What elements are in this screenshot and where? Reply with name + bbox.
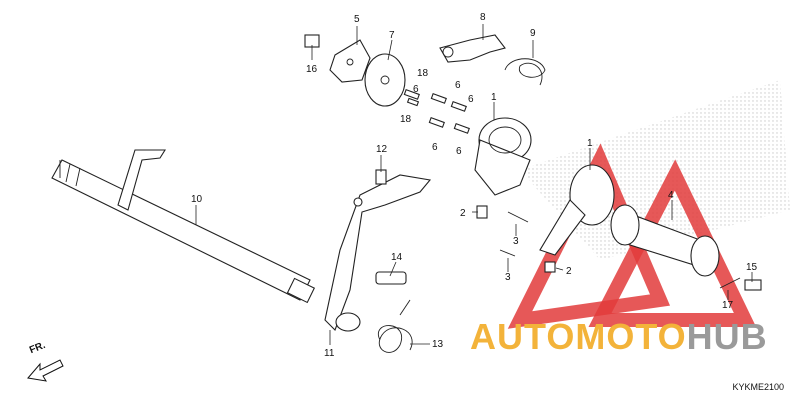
callout-6-c: 6 — [468, 94, 474, 105]
callout-6-b: 6 — [455, 80, 461, 91]
part-pin-15-16 — [719, 277, 762, 291]
callout-5: 5 — [354, 14, 360, 25]
part-shift-fork-upper — [474, 117, 532, 196]
part-collar-14 — [375, 271, 407, 285]
callout-10: 10 — [191, 194, 203, 205]
part-stopper-plate-5 — [329, 39, 371, 83]
callout-18-top: 18 — [417, 68, 429, 79]
callout-15: 15 — [746, 262, 758, 273]
front-arrow-icon — [27, 359, 64, 382]
callout-16: 17 — [722, 300, 734, 311]
callout-6-d: 6 — [432, 142, 438, 153]
diagram-code: KYKME2100 — [732, 382, 784, 392]
leader-lines — [195, 24, 753, 345]
part-shift-fork-lower — [539, 164, 615, 256]
callout-14: 14 — [391, 252, 403, 263]
callout-1-lower: 1 — [587, 138, 593, 149]
part-bolt-12 — [375, 169, 387, 185]
callout-8: 8 — [480, 12, 486, 23]
part-pins-3 — [499, 211, 529, 257]
callout-6-a: 6 — [413, 84, 419, 95]
callout-17: 16 — [306, 64, 318, 75]
callout-2-left: 2 — [460, 208, 466, 219]
callout-1-upper: 1 — [491, 92, 497, 103]
part-stopper-arm-8 — [439, 34, 506, 63]
callout-2-right: 2 — [566, 266, 572, 277]
watermark-text-b: HUB — [686, 316, 768, 357]
callout-11: 11 — [324, 348, 335, 359]
part-shift-shaft — [51, 149, 316, 304]
callout-7: 7 — [389, 30, 395, 41]
part-pins-6-18 — [403, 89, 470, 134]
callout-labels: 5 7 8 9 16 18 18 6 6 6 6 6 1 1 10 12 14 … — [191, 12, 758, 359]
watermark-text-a: AUTOMOTO — [470, 316, 687, 357]
callout-18-bottom: 18 — [400, 114, 412, 125]
part-return-spring-13 — [377, 299, 413, 353]
part-shift-arm — [324, 174, 432, 332]
callout-9: 9 — [530, 28, 536, 39]
callout-4: 4 — [668, 190, 674, 201]
part-shift-drum-4 — [610, 204, 720, 277]
callout-6-e: 6 — [456, 146, 462, 157]
watermark-text: AUTOMOTOHUB — [470, 316, 768, 358]
part-spring-9 — [504, 58, 546, 86]
callout-3-upper: 3 — [513, 236, 519, 247]
part-plate-7 — [364, 53, 406, 107]
callout-13: 13 — [432, 339, 444, 350]
callout-12: 12 — [376, 144, 388, 155]
callout-3-lower: 3 — [505, 272, 511, 283]
